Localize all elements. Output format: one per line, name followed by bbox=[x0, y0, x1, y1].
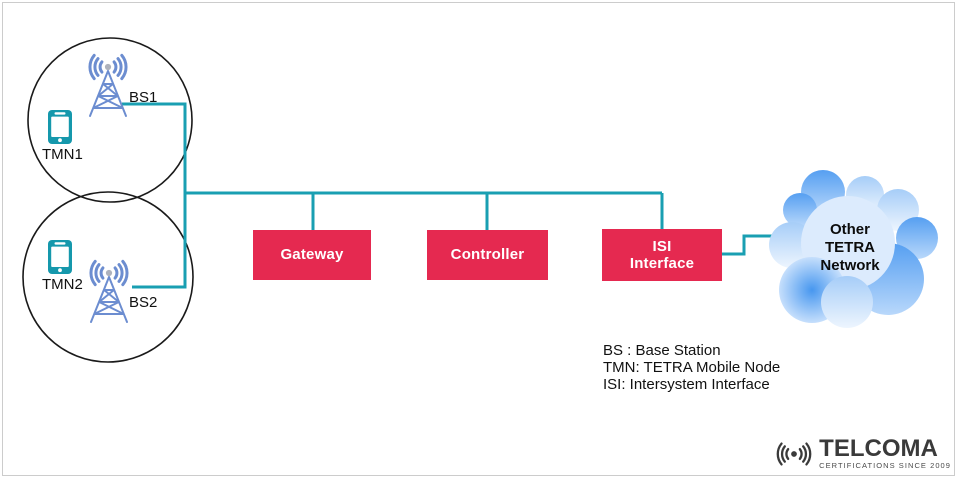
tmn1-mobile-phone-icon bbox=[48, 110, 72, 144]
legend: BS : Base Station TMN: TETRA Mobile Node… bbox=[603, 342, 780, 393]
cell-2-circle bbox=[22, 191, 194, 363]
cloud-label-line1: Other bbox=[829, 221, 870, 238]
tmn2-mobile-phone-icon bbox=[48, 240, 72, 274]
gateway-node-label: Gateway bbox=[280, 246, 344, 263]
isi-node-label-line1: ISI bbox=[652, 238, 672, 255]
cloud-label-line3: Network bbox=[820, 257, 880, 274]
bs2-label: BS2 bbox=[129, 294, 158, 311]
controller-node-label: Controller bbox=[450, 246, 525, 263]
telcoma-signal-icon bbox=[776, 442, 812, 466]
controller-node: Controller bbox=[427, 230, 548, 280]
legend-line-isi: ISI: Intersystem Interface bbox=[603, 376, 770, 393]
bs1-antenna-tower-icon bbox=[88, 53, 128, 118]
cloud-label-line2: TETRA bbox=[825, 239, 875, 256]
legend-line-tmn: TMN: TETRA Mobile Node bbox=[603, 359, 781, 376]
telcoma-logo: TELCOMA CERTIFICATIONS SINCE 2009 bbox=[772, 436, 951, 472]
other-tetra-network-label: Other TETRA Network bbox=[788, 221, 912, 275]
bs2-antenna-tower-icon bbox=[89, 259, 129, 324]
isi-interface-node: ISI Interface bbox=[602, 229, 722, 281]
gateway-node: Gateway bbox=[253, 230, 371, 280]
telcoma-logo-text: TELCOMA CERTIFICATIONS SINCE 2009 bbox=[819, 435, 951, 471]
telcoma-logo-tagline: CERTIFICATIONS SINCE 2009 bbox=[819, 461, 951, 470]
isi-node-label-line2: Interface bbox=[629, 255, 695, 272]
bs1-label: BS1 bbox=[129, 89, 158, 106]
telcoma-logo-name: TELCOMA bbox=[819, 435, 938, 462]
cell-1-circle bbox=[27, 37, 193, 203]
legend-line-bs: BS : Base Station bbox=[603, 342, 721, 359]
other-tetra-network-cloud-icon bbox=[769, 170, 938, 328]
tmn2-label: TMN2 bbox=[42, 276, 83, 293]
bs1-bs2-trunk-line bbox=[122, 102, 187, 289]
tmn1-label: TMN1 bbox=[42, 146, 83, 163]
